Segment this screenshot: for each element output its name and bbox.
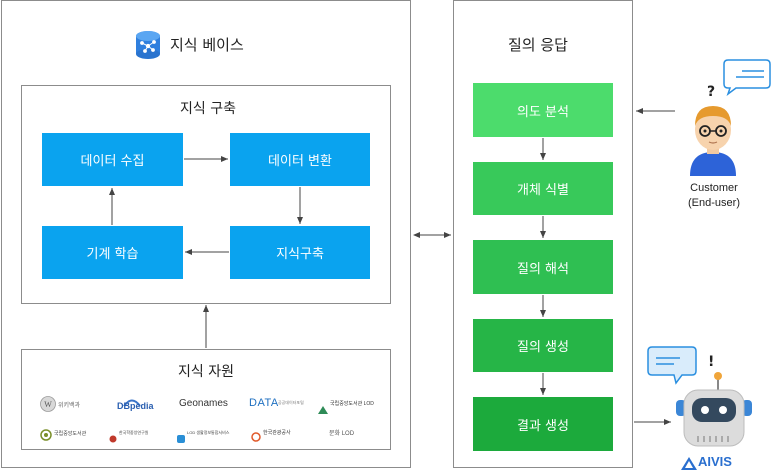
knowledge-resources-panel <box>21 349 391 450</box>
knowledge-resources-title: 지식 자원 <box>178 364 234 380</box>
qa-title: 질의 응답 <box>508 36 568 54</box>
lod-national-logo: 국립중앙도서관 LOD <box>330 401 374 407</box>
qa-step-query: 질의 생성 <box>473 319 613 372</box>
data-collect-node: 데이터 수집 <box>42 133 183 186</box>
bot-speech-bubble-icon <box>646 345 698 389</box>
svg-text:W: W <box>44 400 52 409</box>
lod-life-icon <box>177 428 185 447</box>
lod-national-icon <box>318 399 328 418</box>
knowledge-build-node: 지식구축 <box>230 226 370 279</box>
database-icon <box>134 30 162 64</box>
data-portal-subtext: 공공데이터포털 <box>278 400 304 405</box>
kto-logo: 한국관광공사 <box>263 430 291 436</box>
exclamation-mark: ! <box>708 354 715 370</box>
alvis-brand-ai: AI <box>698 454 711 469</box>
lod-life-logo: LOD 생활정보통합서비스 <box>187 430 230 435</box>
speech-bubble-icon <box>722 58 772 100</box>
alvis-brand: AIVIS <box>698 454 732 469</box>
kciss-icon <box>109 428 117 447</box>
knowledge-base-title: 지식 베이스 <box>170 36 244 54</box>
kto-icon <box>251 427 261 446</box>
customer-avatar-icon <box>686 100 740 180</box>
robot-icon <box>674 370 754 458</box>
qa-step-intent: 의도 분석 <box>473 83 613 137</box>
knowledge-build-title: 지식 구축 <box>180 101 236 117</box>
geonames-logo: Geonames <box>179 398 228 409</box>
nlk-logo: 국립중앙도서관 <box>54 431 87 437</box>
wikipedia-logo: W <box>40 396 56 416</box>
nlk-icon <box>40 426 52 445</box>
customer-label: Customer <box>690 182 738 194</box>
qa-step-entity: 개체 식별 <box>473 162 613 215</box>
kciss-logo: 한국학중앙연구원 <box>119 430 149 435</box>
data-portal-logo: DATA <box>249 397 279 409</box>
wikipedia-logo-text: 위키백과 <box>58 403 81 409</box>
data-convert-node: 데이터 변환 <box>230 133 370 186</box>
alvis-brand-vis: VIS <box>711 454 732 469</box>
alvis-brand-icon <box>681 455 697 474</box>
dbpedia-logo: DBpedia <box>117 401 154 411</box>
qa-step-interpret: 질의 해석 <box>473 240 613 294</box>
qa-step-result: 결과 생성 <box>473 397 613 451</box>
customer-sublabel: (End-user) <box>688 197 740 209</box>
question-mark: ? <box>707 84 716 100</box>
machine-learning-node: 기계 학습 <box>42 226 183 279</box>
dbpedia-icon <box>122 392 142 411</box>
culture-lod-logo: 문화 LOD <box>329 431 355 437</box>
